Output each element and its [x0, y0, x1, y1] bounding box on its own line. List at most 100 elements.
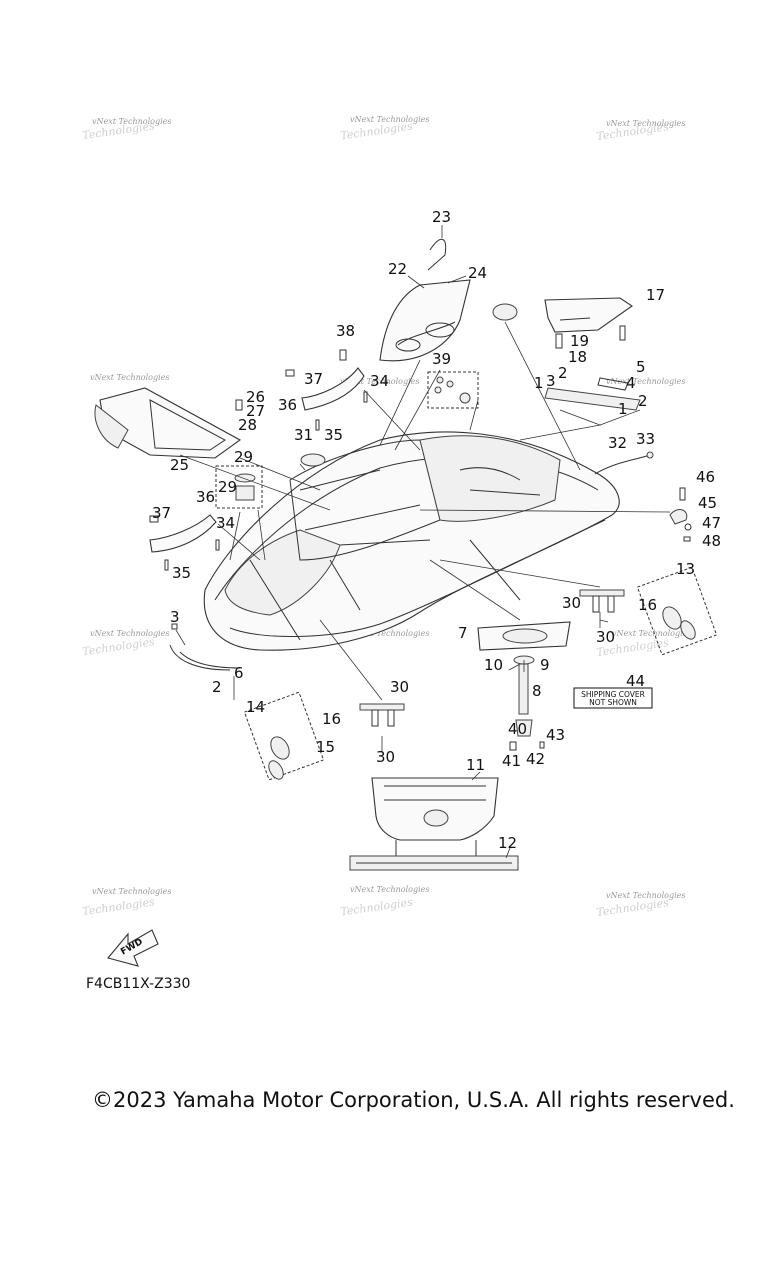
callout-4: 4 — [626, 374, 636, 392]
callout-22: 24 — [468, 264, 487, 282]
leader-lines — [175, 225, 671, 859]
callout-34: 34 — [216, 514, 235, 532]
hardware-kit-39 — [427, 371, 479, 409]
callout-7: 7 — [458, 624, 468, 642]
table-top-7 — [477, 621, 571, 651]
callout-13: 13 — [676, 560, 695, 578]
watermark: vNext Technologies — [92, 117, 171, 126]
callout-28: 29 — [218, 478, 237, 496]
callout-33: 33 — [636, 430, 655, 448]
watermark: vNext Technologies — [350, 115, 429, 124]
callout-2: 2 — [558, 364, 568, 382]
table-base-29-left — [359, 703, 405, 727]
callout-18: 18 — [568, 348, 587, 366]
callout-25: 27 — [246, 402, 265, 420]
cooler-11 — [371, 777, 499, 857]
watermark: vNext Technologies — [90, 373, 169, 382]
callout-35: 35 — [172, 564, 191, 582]
callout-29: 30 — [390, 678, 409, 696]
callout-21: 23 — [432, 208, 451, 226]
watermark: vNext Technologies — [350, 885, 429, 894]
grab-handle-34-lower — [149, 514, 217, 553]
hatch-cover-17 — [544, 297, 633, 349]
callout-43: 43 — [546, 726, 565, 744]
callout-23: 25 — [170, 456, 189, 474]
watermark: vNext Technologies — [90, 629, 169, 638]
callout-36: 36 — [278, 396, 297, 414]
rail-parts-1-5 — [544, 377, 641, 411]
mat-12 — [349, 855, 519, 871]
callout-1: 1 — [618, 400, 628, 418]
callout-27: 29 — [234, 448, 253, 466]
callout-3: 3 — [546, 372, 556, 390]
callout-39: 39 — [432, 350, 451, 368]
watermark: vNext Technologies — [606, 119, 685, 128]
callout-1: 1 — [534, 374, 544, 392]
callout-40: 40 — [508, 720, 527, 738]
diagram-code: F4CB11X-Z330 — [86, 976, 191, 992]
hook-45 — [669, 487, 692, 542]
callout-2: 2 — [638, 392, 648, 410]
callout-30: 30 — [596, 628, 615, 646]
callout-31: 31 — [294, 426, 313, 444]
callout-29: 30 — [562, 594, 581, 612]
svg-text:Technologies: Technologies — [340, 895, 414, 918]
callout-47: 47 — [702, 514, 721, 532]
watermark: vNext Technologies — [350, 629, 429, 638]
small-hardware — [149, 349, 545, 751]
callout-15: 15 — [316, 738, 335, 756]
svg-text:Technologies: Technologies — [82, 895, 156, 918]
copyright-notice: ©2023 Yamaha Motor Corporation, U.S.A. A… — [92, 1088, 735, 1112]
tow-eye-32 — [594, 451, 654, 475]
shipping-cover-line1: SHIPPING COVER — [581, 690, 645, 699]
callout-9: 9 — [540, 656, 550, 674]
callout-30: 30 — [376, 748, 395, 766]
callout-37: 37 — [152, 504, 171, 522]
callout-17: 17 — [646, 286, 665, 304]
watermark: vNext Technologies — [340, 377, 419, 386]
fwd-arrow: FWD — [107, 929, 159, 967]
table-pole-8 — [513, 655, 535, 737]
seat-back-assembly — [379, 238, 518, 362]
callout-2: 2 — [212, 678, 222, 696]
table-base-29-right — [579, 589, 625, 613]
watermark: vNext Technologies — [612, 629, 691, 638]
callout-3: 3 — [170, 608, 180, 626]
callout-32: 32 — [608, 434, 627, 452]
callout-45: 45 — [698, 494, 717, 512]
callout-20: 22 — [388, 260, 407, 278]
callout-5: 5 — [636, 358, 646, 376]
shipping-cover-note: 44 SHIPPING COVER NOT SHOWN — [573, 672, 653, 709]
cleat-assembly-14 — [243, 691, 325, 781]
callout-36: 36 — [196, 488, 215, 506]
callout-41: 41 — [502, 752, 521, 770]
callout-37: 37 — [304, 370, 323, 388]
watermark: vNext Technologies — [606, 377, 685, 386]
cup-holder-27-28 — [215, 465, 263, 509]
callout-12: 12 — [498, 834, 517, 852]
callout-26: 28 — [238, 416, 257, 434]
boat-hull — [203, 431, 620, 651]
callout-8: 8 — [532, 682, 542, 700]
callout-6: 6 — [234, 664, 244, 682]
callout-35: 35 — [324, 426, 343, 444]
callout-44: 44 — [626, 672, 645, 690]
callout-14: 14 — [246, 698, 265, 716]
callout-48: 48 — [702, 532, 721, 550]
callout-11: 11 — [466, 756, 485, 774]
svg-text:Technologies: Technologies — [82, 635, 156, 658]
callout-16: 16 — [638, 596, 657, 614]
callout-19: 19 — [570, 332, 589, 350]
callout-42: 42 — [526, 750, 545, 768]
callout-10: 10 — [484, 656, 503, 674]
speaker-31 — [300, 453, 326, 467]
callout-labels: 23 22 24 17 38 19 18 39 5 2 37 34 1 3 4 … — [152, 208, 721, 852]
watermark: vNext Technologies — [606, 891, 685, 900]
rub-rail-2 — [169, 644, 241, 671]
callout-16: 16 — [322, 710, 341, 728]
cleat-assembly-13 — [636, 566, 718, 656]
shipping-cover-line2: NOT SHOWN — [589, 698, 637, 707]
callout-34: 34 — [370, 372, 389, 390]
callout-46: 46 — [696, 468, 715, 486]
